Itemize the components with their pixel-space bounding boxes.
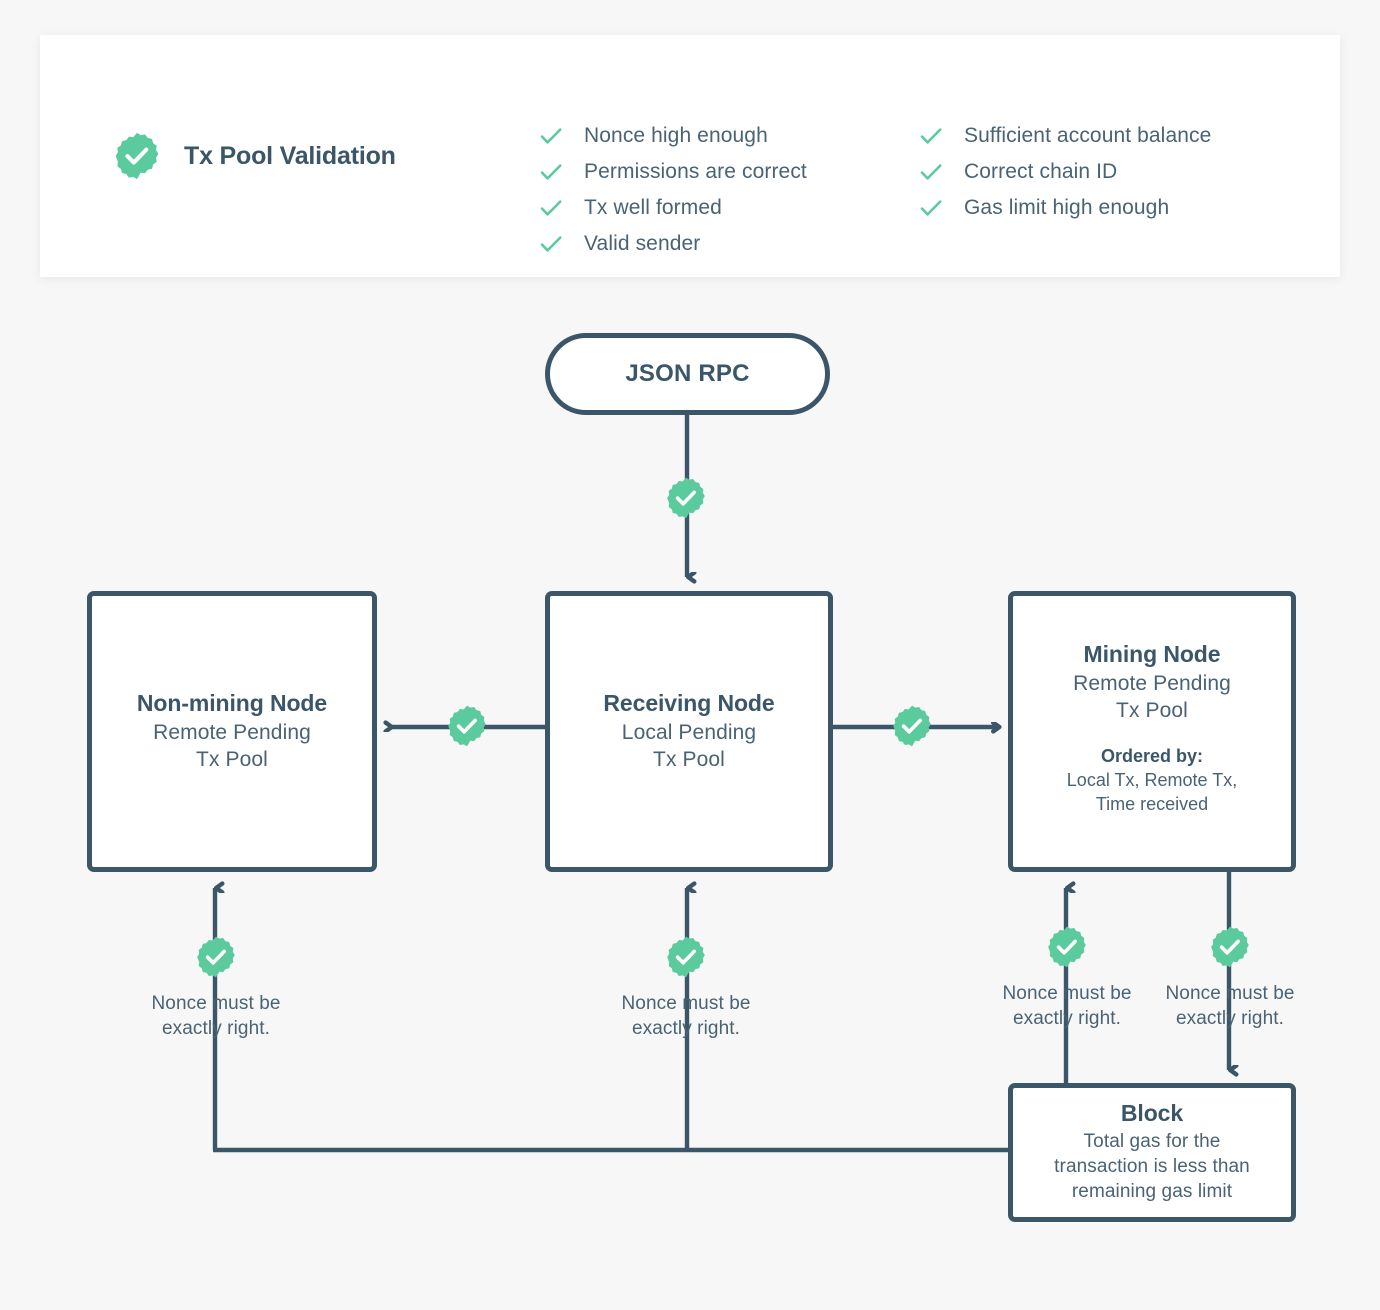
ordered-by-label: Ordered by: [1100, 746, 1204, 767]
validation-check-label: Correct chain ID [964, 159, 1118, 183]
node-title: Receiving Node [603, 689, 775, 716]
check-icon [920, 127, 942, 144]
validation-check-label: Valid sender [584, 231, 701, 255]
validation-checks-left-column: Nonce high enough Permissions are correc… [538, 123, 807, 256]
node-subtitle: Remote Pending Tx Pool [153, 720, 311, 771]
check-icon [540, 235, 562, 252]
check-badge-icon-mining-nonce-in [1045, 925, 1089, 969]
node-title: Block [1120, 1100, 1184, 1127]
validation-check-label: Sufficient account balance [964, 123, 1212, 147]
list-item: Sufficient account balance [918, 123, 1211, 148]
caption-nonce-non-mining: Nonce must be exactly right. [151, 993, 281, 1040]
ordered-by-group: Ordered by: Local Tx, Remote Tx, Time re… [1067, 746, 1237, 816]
page-title: Tx Pool Validation [184, 141, 396, 170]
check-badge-icon-jsonrpc-edge [664, 476, 708, 520]
list-item: Gas limit high enough [918, 195, 1211, 220]
check-icon [540, 127, 562, 144]
validation-check-label: Tx well formed [584, 195, 722, 219]
node-subtitle: Local Pending Tx Pool [621, 720, 757, 771]
caption-nonce-mining-out: Nonce must be exactly right. [1165, 983, 1295, 1030]
check-badge-icon-nonmining-nonce [194, 935, 238, 979]
list-item: Tx well formed [538, 195, 807, 220]
list-item: Nonce high enough [538, 123, 807, 148]
node-title: JSON RPC [625, 360, 750, 387]
tx-pool-validation-card: Tx Pool Validation Nonce high enough Per… [40, 35, 1340, 277]
validation-checks-right-column: Sufficient account balance Correct chain… [918, 123, 1211, 220]
check-icon [540, 163, 562, 180]
check-badge-icon [112, 131, 162, 181]
ordered-by-value: Local Tx, Remote Tx, Time received [1066, 770, 1238, 814]
node-non-mining[interactable]: Non-mining Node Remote Pending Tx Pool [87, 591, 377, 872]
check-badge-icon-receiving-nonce [664, 935, 708, 979]
validation-title-group: Tx Pool Validation [112, 131, 396, 181]
check-badge-icon-mining-edge [890, 704, 934, 748]
node-json-rpc[interactable]: JSON RPC [545, 333, 830, 415]
check-badge-icon-mining-nonce-out [1208, 925, 1252, 969]
caption-nonce-receiving: Nonce must be exactly right. [621, 993, 751, 1040]
node-title: Non-mining Node [136, 689, 328, 716]
list-item: Valid sender [538, 231, 807, 256]
caption-nonce-mining-in: Nonce must be exactly right. [1002, 983, 1132, 1030]
list-item: Permissions are correct [538, 159, 807, 184]
node-title: Mining Node [1083, 640, 1221, 667]
check-badge-icon-nonmining-edge [445, 704, 489, 748]
validation-check-label: Permissions are correct [584, 159, 807, 183]
validation-check-label: Gas limit high enough [964, 195, 1170, 219]
list-item: Correct chain ID [918, 159, 1211, 184]
check-icon [920, 199, 942, 216]
node-block[interactable]: Block Total gas for the transaction is l… [1008, 1083, 1296, 1222]
check-icon [920, 163, 942, 180]
check-icon [540, 199, 562, 216]
node-subtitle: Total gas for the transaction is less th… [1054, 1131, 1250, 1202]
validation-check-label: Nonce high enough [584, 123, 768, 147]
node-receiving[interactable]: Receiving Node Local Pending Tx Pool [545, 591, 833, 872]
node-mining[interactable]: Mining Node Remote Pending Tx Pool Order… [1008, 591, 1296, 872]
node-subtitle: Remote Pending Tx Pool [1073, 671, 1231, 722]
